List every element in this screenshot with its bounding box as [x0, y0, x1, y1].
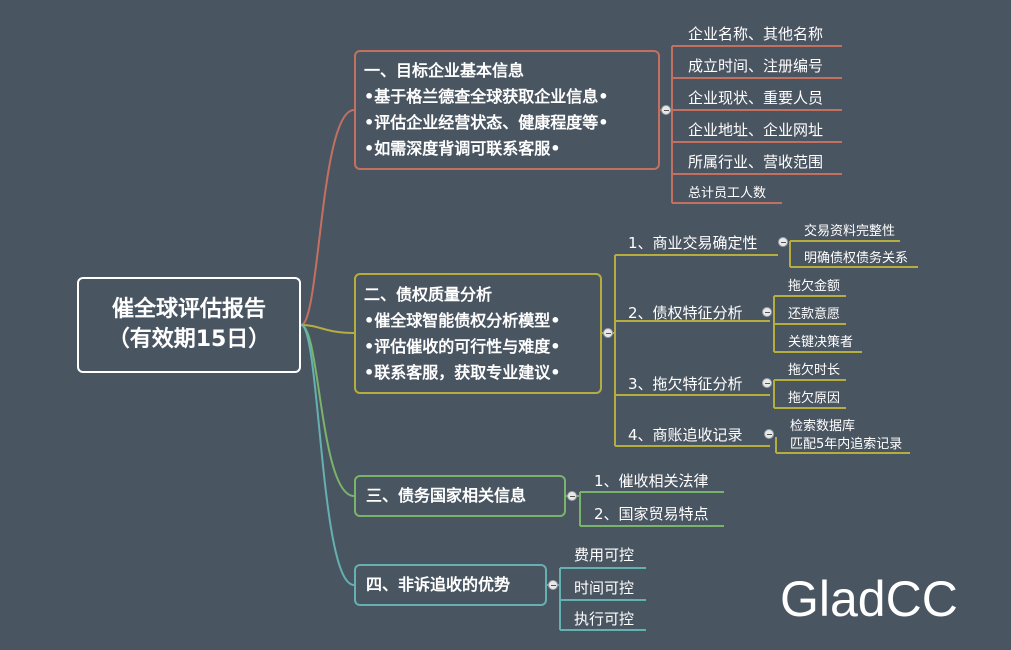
collapse-toggle-icon[interactable] [762, 307, 772, 317]
branch-basic-info[interactable]: 一、目标企业基本信息 •基于格兰德查全球获取企业信息• •评估企业经营状态、健康… [354, 50, 660, 170]
branch-country-info[interactable]: 三、债务国家相关信息 [354, 475, 566, 517]
sub-branch-node: 4、商账追收记录 [628, 426, 743, 444]
branch-title: 四、非诉追收的优势 [366, 575, 511, 594]
sub-branch-node: 1、商业交易确定性 [628, 234, 758, 252]
leaf-node: 企业名称、其他名称 [688, 25, 824, 43]
branch-line: •基于格兰德查全球获取企业信息• [364, 87, 609, 106]
leaf-node: 费用可控 [574, 546, 635, 564]
branch-line: •评估企业经营状态、健康程度等• [364, 113, 609, 132]
collapse-toggle-icon[interactable] [762, 378, 772, 388]
sub-branch-node: 2、债权特征分析 [628, 304, 743, 322]
branch-non-litigation-advantages[interactable]: 四、非诉追收的优势 [354, 564, 547, 606]
root-node[interactable]: 催全球评估报告 （有效期15日） [77, 277, 301, 373]
leaf-node: 总计员工人数 [688, 186, 767, 201]
leaf-node: 时间可控 [574, 579, 635, 597]
sub-branch-node: 3、拖欠特征分析 [628, 375, 743, 393]
leaf-node: 明确债权债务关系 [804, 251, 909, 266]
branch-title: 三、债务国家相关信息 [366, 486, 527, 505]
leaf-node: 拖欠原因 [788, 391, 841, 406]
collapse-toggle-icon[interactable] [567, 491, 577, 501]
collapse-toggle-icon[interactable] [603, 328, 613, 338]
leaf-node: 交易资料完整性 [804, 224, 896, 239]
leaf-node: 企业地址、企业网址 [688, 121, 824, 139]
leaf-node: 匹配5年内追索记录 [790, 437, 903, 452]
leaf-node: 关键决策者 [788, 335, 854, 350]
watermark-logo: GladCC [780, 571, 958, 627]
branch-line: •联系客服，获取专业建议• [364, 363, 561, 382]
leaf-node: 成立时间、注册编号 [688, 57, 824, 75]
branch-debt-quality[interactable]: 二、债权质量分析 •催全球智能债权分析模型• •评估催收的可行性与难度• •联系… [354, 273, 602, 394]
leaf-node: 执行可控 [574, 610, 635, 628]
root-title: 催全球评估报告 [111, 297, 266, 322]
leaf-node: 企业现状、重要人员 [688, 89, 824, 107]
leaf-node: 2、国家贸易特点 [594, 505, 709, 523]
leaf-node: 拖欠金额 [788, 279, 841, 294]
leaf-node: 拖欠时长 [788, 363, 841, 378]
collapse-toggle-icon[interactable] [661, 105, 671, 115]
collapse-toggle-icon[interactable] [764, 429, 774, 439]
branch-line: •如需深度背调可联系客服• [364, 139, 561, 158]
collapse-toggle-icon[interactable] [548, 580, 558, 590]
collapse-toggle-icon[interactable] [778, 237, 788, 247]
branch-line: •催全球智能债权分析模型• [364, 311, 561, 330]
branch-line: •评估催收的可行性与难度• [364, 337, 561, 356]
leaf-node: 还款意愿 [788, 307, 841, 322]
branch-title: 一、目标企业基本信息 [364, 61, 525, 80]
root-subtitle: （有效期15日） [107, 327, 271, 352]
leaf-node: 1、催收相关法律 [594, 472, 709, 490]
leaf-node: 所属行业、营收范围 [688, 153, 824, 171]
leaf-node: 检索数据库 [790, 419, 856, 434]
branch-title: 二、债权质量分析 [364, 285, 493, 304]
